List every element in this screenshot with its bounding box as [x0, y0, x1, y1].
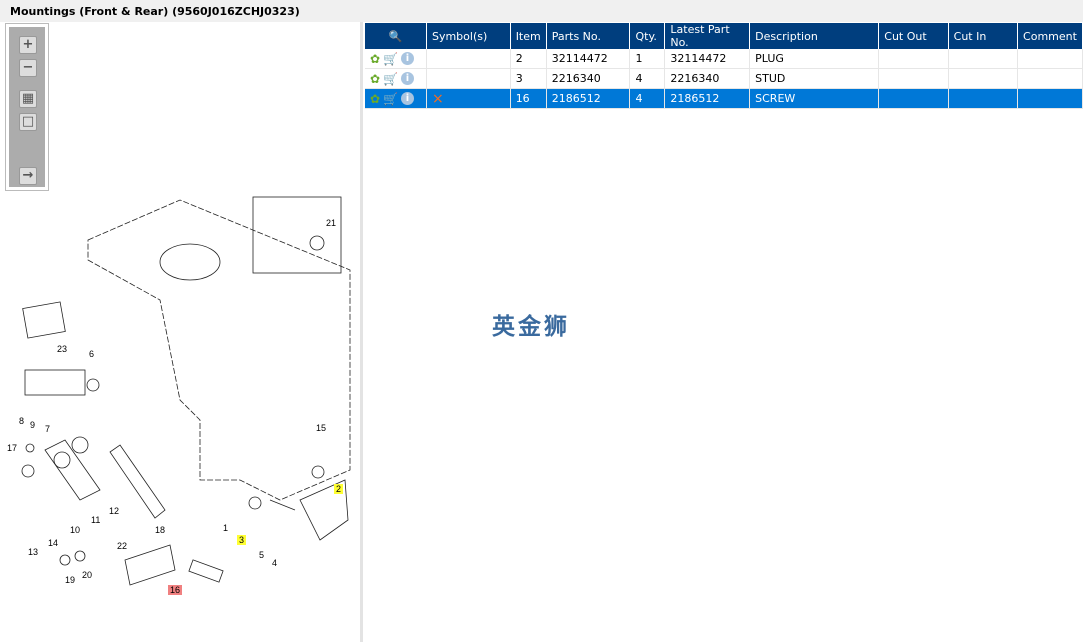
column-header-cut-out[interactable]: Cut Out [878, 23, 949, 49]
cell-cut-in [948, 88, 1019, 109]
callout-21[interactable]: 21 [326, 218, 337, 228]
actual-size-button[interactable]: □ [19, 113, 37, 131]
cell-qty: 4 [629, 68, 666, 89]
callout-11[interactable]: 11 [91, 515, 101, 525]
gear-icon[interactable]: ✿ [370, 71, 381, 86]
title-bar: Mountings (Front & Rear) (9560J016ZCHJ03… [0, 0, 1083, 22]
column-header-symbols[interactable]: Symbol(s) [426, 23, 511, 49]
cell-item: 2 [510, 49, 547, 69]
export-button[interactable]: → [19, 167, 37, 185]
zoom-out-button[interactable]: − [19, 59, 37, 77]
callout-1[interactable]: 1 [223, 523, 229, 533]
cross-symbol-icon: × [431, 90, 444, 107]
cart-icon[interactable]: 🛒 [383, 71, 399, 86]
cart-icon[interactable]: 🛒 [383, 91, 399, 106]
info-icon[interactable]: i [401, 52, 415, 65]
cell-symbol [426, 49, 511, 69]
cell-comment [1017, 88, 1083, 109]
zoom-in-button[interactable]: + [19, 36, 37, 54]
callout-9[interactable]: 9 [30, 420, 36, 430]
page-title: Mountings (Front & Rear) (9560J016ZCHJ03… [10, 5, 300, 18]
cell-item: 3 [510, 68, 547, 89]
cell-parts-no: 32114472 [546, 49, 631, 69]
cell-parts-no: 2186512 [546, 88, 631, 109]
cell-cut-in [948, 49, 1019, 69]
column-header-parts-no[interactable]: Parts No. [546, 23, 631, 49]
cell-comment [1017, 68, 1083, 89]
cell-cut-in [948, 68, 1019, 89]
callout-23[interactable]: 23 [57, 344, 68, 354]
callout-14[interactable]: 14 [48, 538, 59, 548]
cell-item: 16 [510, 88, 547, 109]
callout-17[interactable]: 17 [7, 443, 18, 453]
info-icon[interactable]: i [401, 92, 415, 105]
callout-6[interactable]: 6 [89, 349, 95, 359]
column-header-comment[interactable]: Comment [1017, 23, 1083, 49]
exploded-parts-diagram [21, 196, 351, 586]
cell-latest-part-no: 2186512 [664, 88, 751, 109]
search-column-header[interactable]: 🔍 [365, 23, 427, 49]
callout-16[interactable]: 16 [168, 585, 183, 595]
callout-13[interactable]: 13 [28, 547, 39, 557]
search-icon[interactable]: 🔍 [388, 29, 403, 43]
callout-12[interactable]: 12 [109, 506, 120, 516]
cell-parts-no: 2216340 [546, 68, 631, 89]
diagram-panel[interactable] [0, 22, 360, 642]
table-row[interactable]: ✿🛒i 2 32114472 1 32114472 PLUG [365, 49, 1083, 69]
cell-cut-out [878, 88, 949, 109]
callout-3[interactable]: 3 [237, 535, 247, 545]
cell-latest-part-no: 2216340 [664, 68, 751, 89]
gear-icon[interactable]: ✿ [370, 91, 381, 106]
column-header-qty[interactable]: Qty. [629, 23, 666, 49]
column-header-description[interactable]: Description [749, 23, 880, 49]
callout-8[interactable]: 8 [19, 416, 25, 426]
cart-icon[interactable]: 🛒 [383, 51, 399, 66]
cell-latest-part-no: 32114472 [664, 49, 751, 69]
splitter[interactable] [360, 22, 363, 642]
cell-description: STUD [749, 68, 880, 89]
gear-icon[interactable]: ✿ [370, 51, 381, 66]
table-row-selected[interactable]: ✿🛒i × 16 2186512 4 2186512 SCREW [365, 88, 1083, 109]
fit-view-button[interactable]: ▦ [19, 90, 37, 108]
callout-20[interactable]: 20 [82, 570, 93, 580]
callout-4[interactable]: 4 [272, 558, 278, 568]
cell-qty: 1 [629, 49, 666, 69]
cell-comment [1017, 49, 1083, 69]
cell-description: SCREW [749, 88, 880, 109]
cell-qty: 4 [629, 88, 666, 109]
callout-22[interactable]: 22 [117, 541, 128, 551]
cell-description: PLUG [749, 49, 880, 69]
info-icon[interactable]: i [401, 72, 415, 85]
callout-2[interactable]: 2 [334, 484, 344, 494]
cell-cut-out [878, 68, 949, 89]
callout-5[interactable]: 5 [259, 550, 265, 560]
diagram-toolbar: + − ▦ □ → [5, 23, 49, 191]
table-row[interactable]: ✿🛒i 3 2216340 4 2216340 STUD [365, 68, 1083, 89]
parts-table: 🔍 Symbol(s) Item Parts No. Qty. Latest P… [365, 23, 1083, 109]
column-header-item[interactable]: Item [510, 23, 547, 49]
table-header: 🔍 Symbol(s) Item Parts No. Qty. Latest P… [365, 23, 1083, 49]
column-header-latest-part-no[interactable]: Latest Part No. [664, 23, 751, 49]
callout-19[interactable]: 19 [65, 575, 76, 585]
callout-10[interactable]: 10 [70, 525, 81, 535]
cell-symbol [426, 68, 511, 89]
cell-cut-out [878, 49, 949, 69]
callout-18[interactable]: 18 [155, 525, 166, 535]
callout-7[interactable]: 7 [45, 424, 51, 434]
callout-15[interactable]: 15 [316, 423, 327, 433]
column-header-cut-in[interactable]: Cut In [948, 23, 1019, 49]
watermark: 英金狮 [492, 314, 570, 340]
